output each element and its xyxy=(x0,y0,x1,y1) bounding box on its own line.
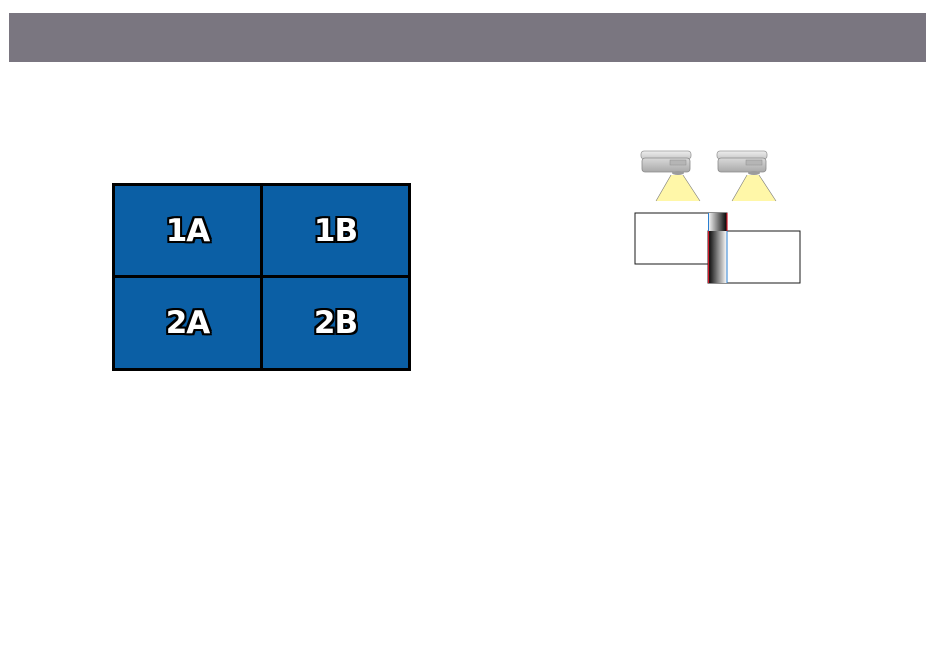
blend-zone-top xyxy=(708,213,727,231)
tile-2b: 2B xyxy=(263,278,408,368)
tile-label-2a: 2A xyxy=(166,305,210,341)
tiled-display-grid: 1A 1B 2A 2B xyxy=(112,183,411,371)
tile-2a: 2A xyxy=(115,278,260,368)
projector-icon xyxy=(717,151,767,175)
light-beam-right xyxy=(732,175,776,201)
tile-label-2b: 2B xyxy=(314,305,357,341)
projector-icon xyxy=(641,151,691,175)
blend-zone-bottom xyxy=(708,231,727,283)
light-beam-left xyxy=(656,175,700,201)
tile-1b: 1B xyxy=(263,186,408,275)
header-bar xyxy=(9,13,926,62)
edge-blending-diagram xyxy=(600,140,840,300)
tile-label-1b: 1B xyxy=(314,213,357,249)
tile-1a: 1A xyxy=(115,186,260,275)
tile-label-1a: 1A xyxy=(166,213,210,249)
